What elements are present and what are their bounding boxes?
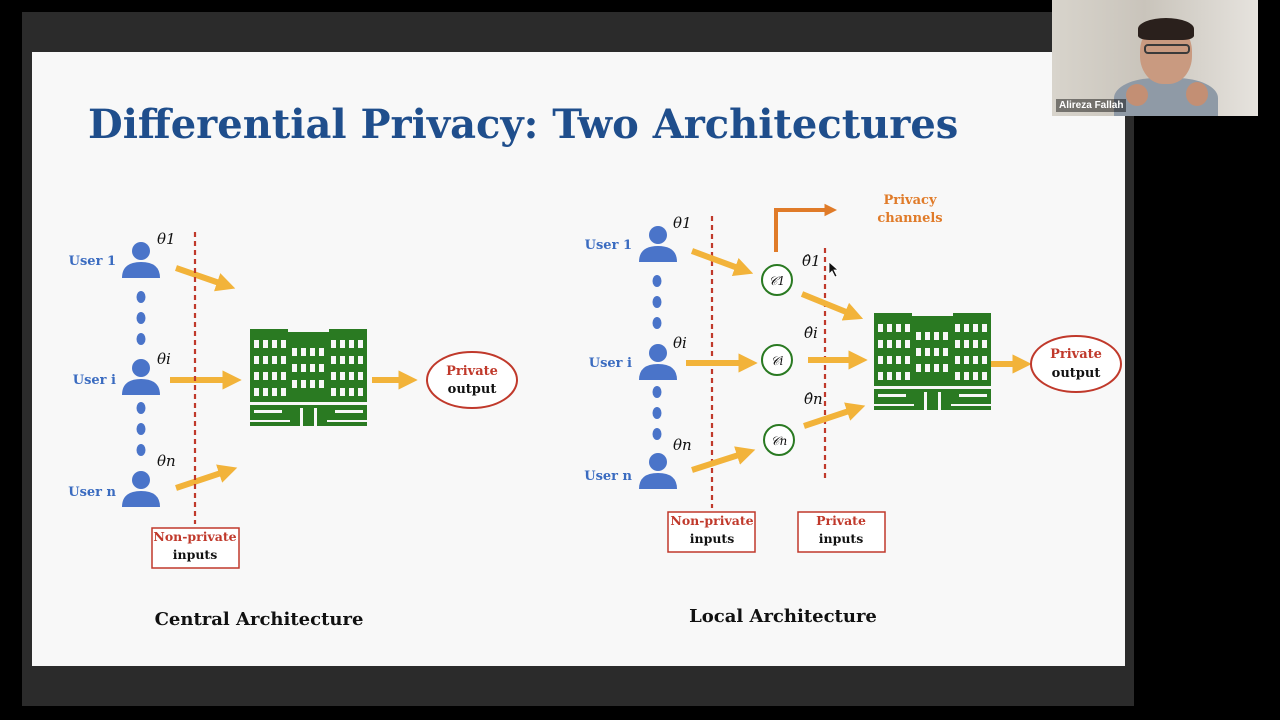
mouse-cursor-icon (828, 261, 840, 278)
arrow-c1-out (800, 291, 864, 321)
local-np-label-1: Non-private (670, 513, 753, 528)
local-user-n-label: User n (584, 469, 632, 484)
theta-n: θn (157, 452, 176, 470)
channel-cn-label: 𝒞n (771, 434, 787, 448)
local-user-i-icon (639, 344, 677, 380)
local-user-1-icon (639, 226, 677, 262)
central-architecture: User 1 User i User n θ1 θi θn Private ou… (68, 230, 518, 630)
user-n-label: User n (68, 485, 116, 500)
local-user-i-label: User i (589, 356, 632, 371)
local-private-output-ellipse (1030, 335, 1122, 393)
theta-hat-i: θ̂i (804, 324, 818, 342)
user-i-label: User i (73, 373, 116, 388)
arrow-usern (175, 464, 238, 491)
local-arrow-user1 (690, 248, 754, 277)
channel-ci-label: 𝒞i (771, 354, 784, 368)
local-theta-n: θn (673, 436, 692, 454)
theta-1: θ1 (157, 230, 176, 248)
private-inputs-label-2: inputs (819, 531, 863, 546)
output-label-2: output (448, 382, 497, 397)
participant-name-label: Alireza Fallah (1056, 99, 1127, 112)
local-nonprivate-inputs-box (667, 511, 756, 553)
local-theta-i: θi (673, 334, 687, 352)
privacy-channels-arrow (774, 203, 838, 252)
private-inputs-box (797, 511, 886, 553)
channel-ci-circle (761, 344, 793, 376)
arrow-cn-out (803, 402, 866, 429)
nonprivate-inputs-box (151, 527, 240, 569)
output-label-1: Private (446, 364, 498, 379)
user-dots (136, 291, 146, 456)
user-i-icon (122, 359, 160, 395)
participant-hand-left (1126, 84, 1148, 106)
user-1-label: User 1 (69, 254, 116, 269)
local-user-1-label: User 1 (585, 238, 632, 253)
local-caption: Local Architecture (689, 606, 877, 627)
participant-glasses (1144, 44, 1190, 54)
box-label-1: Non-private (153, 529, 236, 544)
central-caption: Central Architecture (155, 609, 364, 630)
privacy-channels-label-1: Privacy (883, 193, 936, 208)
channel-cn-circle (763, 424, 795, 456)
local-theta-1: θ1 (673, 214, 692, 232)
private-inputs-label-1: Private (816, 513, 866, 528)
server-building-icon (250, 329, 367, 426)
private-output-ellipse (426, 351, 518, 409)
local-user-dots (652, 275, 662, 440)
local-np-label-2: inputs (690, 531, 734, 546)
local-arrow-usern (691, 446, 756, 473)
channel-c1-label: 𝒞1 (769, 274, 785, 288)
local-server-building-icon (874, 313, 991, 410)
participant-video-tile[interactable]: Alireza Fallah (1052, 0, 1258, 116)
theta-hat-n: θ̂n (804, 390, 823, 408)
local-architecture: User 1 User i User n θ1 θi θn Privacy ch… (584, 193, 1122, 627)
local-output-label-2: output (1052, 366, 1101, 381)
user-1-icon (122, 242, 160, 278)
theta-hat-1: θ̂1 (802, 252, 821, 270)
local-output-label-1: Private (1050, 347, 1102, 362)
participant-hand-right (1186, 82, 1208, 106)
local-user-n-icon (639, 453, 677, 489)
participant-hair (1138, 18, 1194, 40)
slide-title: Differential Privacy: Two Architectures (88, 101, 958, 148)
box-label-2: inputs (173, 547, 217, 562)
theta-i: θi (157, 350, 171, 368)
slide: Differential Privacy: Two Architectures … (32, 52, 1125, 666)
arrow-user1 (175, 265, 236, 292)
user-n-icon (122, 471, 160, 507)
channel-c1-circle (761, 264, 793, 296)
privacy-channels-label-2: channels (877, 211, 942, 226)
